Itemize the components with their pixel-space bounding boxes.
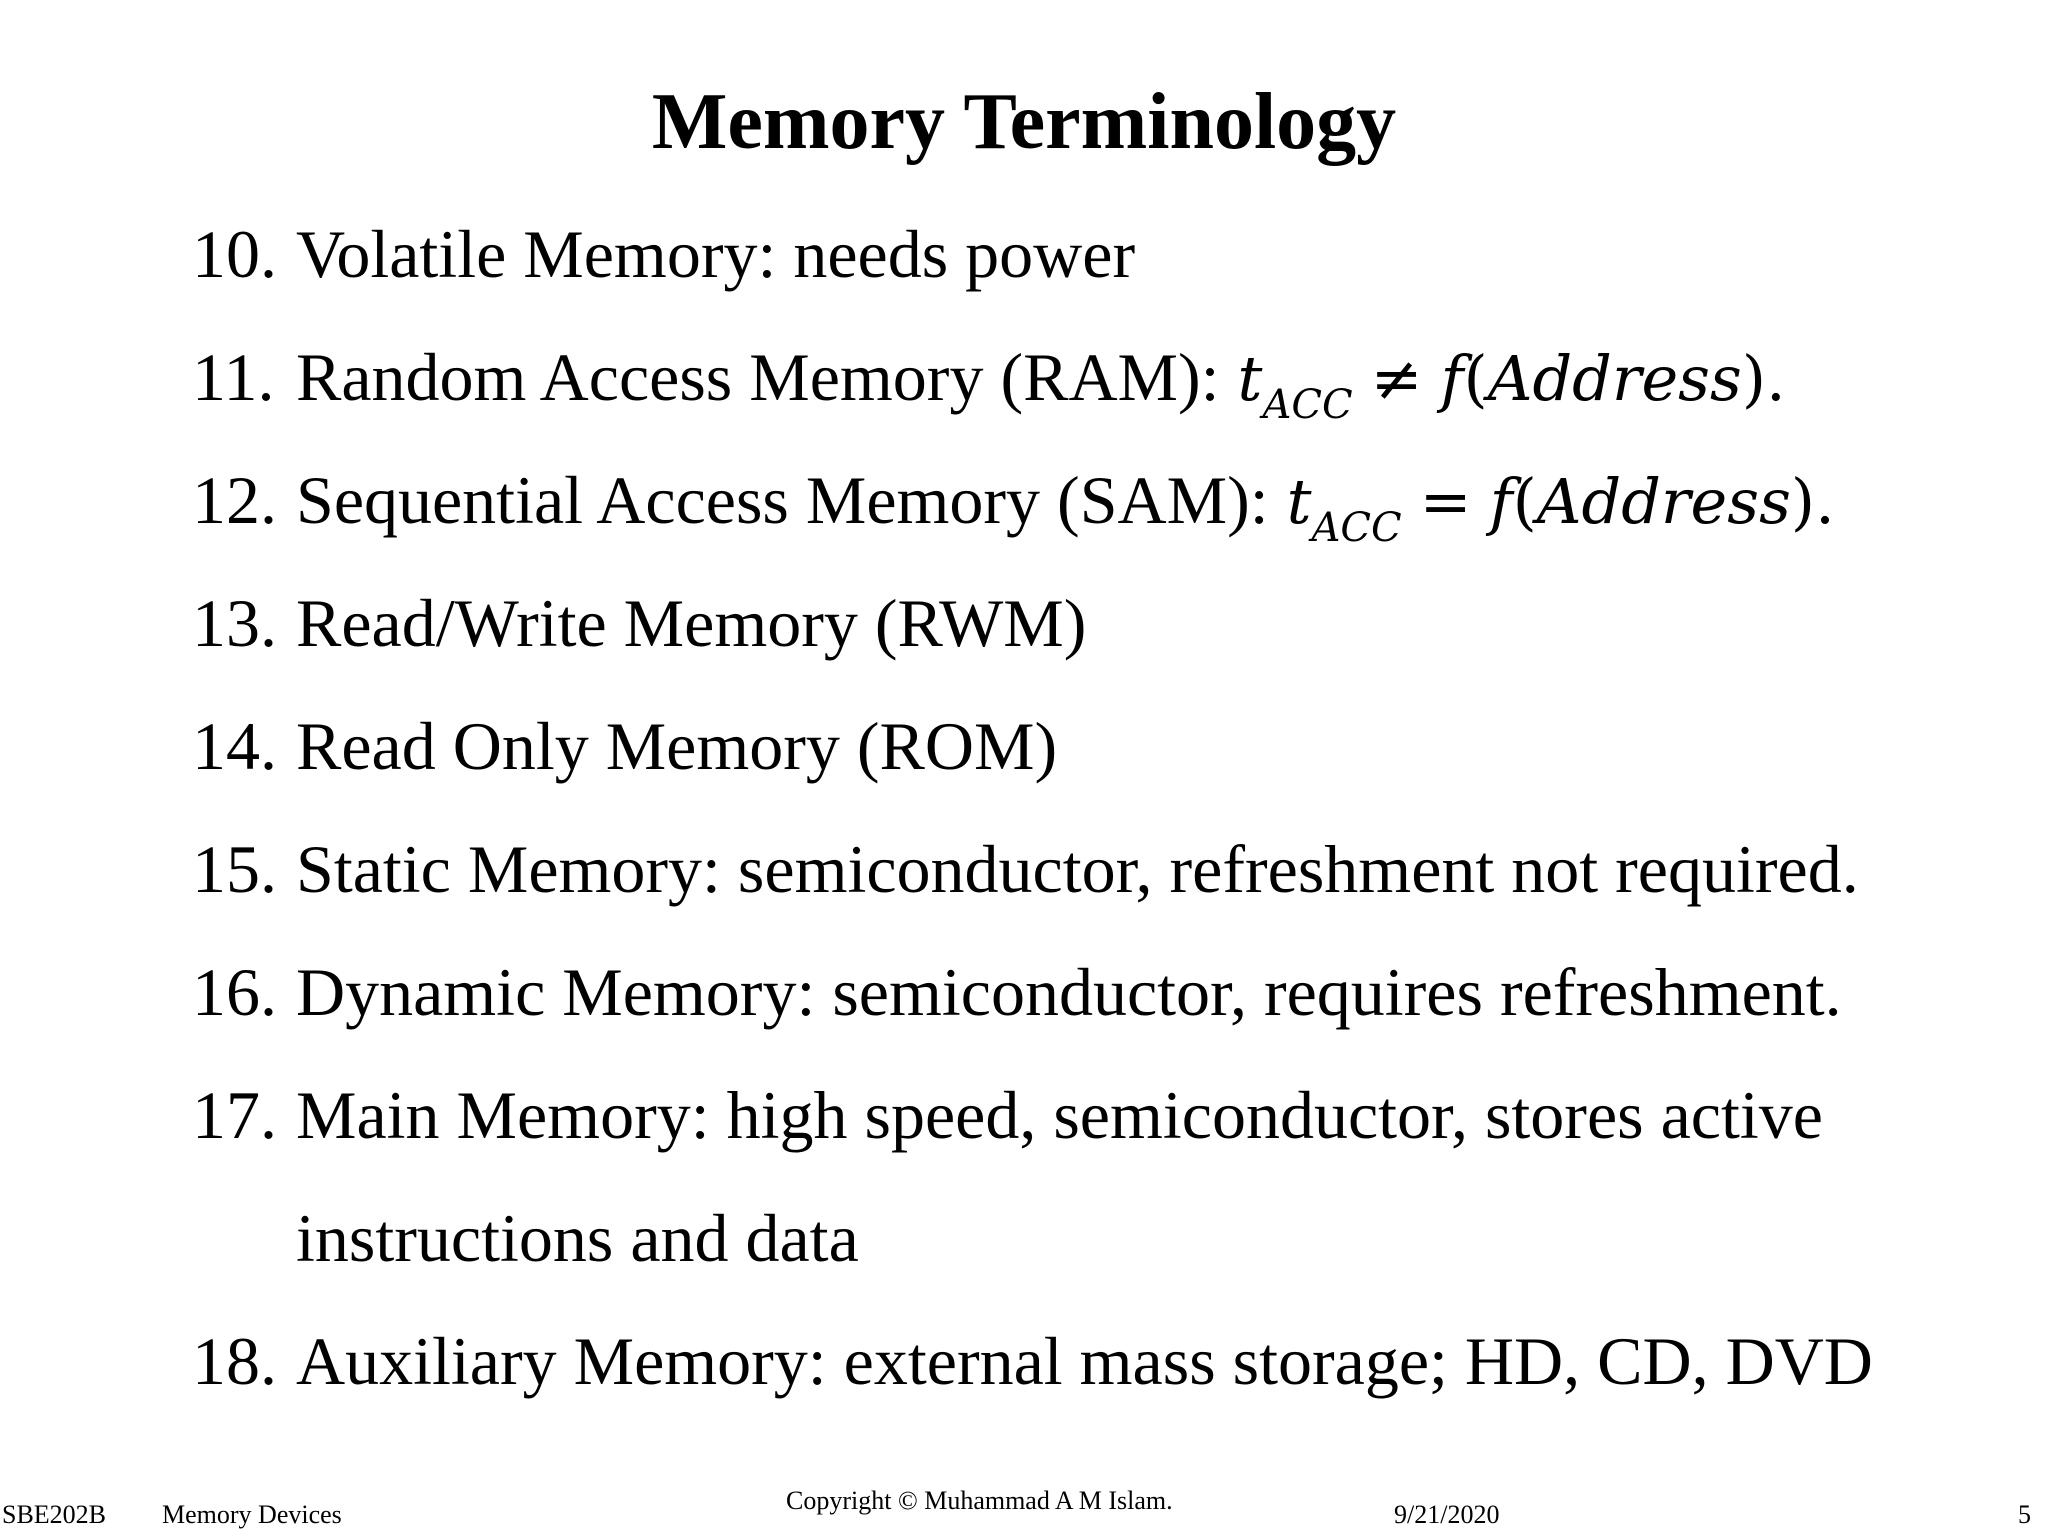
math-end: . [1766, 342, 1786, 415]
math-subscript: ACC [1311, 505, 1402, 551]
item-text: Sequential Access Memory (SAM): [296, 462, 1269, 538]
item-number: 16. [192, 954, 277, 1030]
item-number: 18. [192, 1323, 277, 1399]
math-variable: t [1286, 465, 1312, 538]
item-text: Volatile Memory: needs power [296, 216, 1136, 292]
access-time-equation: tACC≠f(Address). [1237, 342, 1786, 428]
item-number: 12. [192, 462, 277, 538]
math-operator: = [1419, 465, 1472, 538]
item-text: Main Memory: high speed, semiconductor, … [296, 1077, 1823, 1153]
item-number: 11. [192, 339, 275, 415]
slide-title: Memory Terminology [651, 78, 1397, 166]
item-number: 13. [192, 585, 277, 661]
item-number: 14. [192, 708, 277, 784]
math-argument: Address [1487, 342, 1742, 415]
footer-course-code: SBE202B [2, 1500, 107, 1529]
list-item-12: 12. Sequential Access Memory (SAM): tACC… [192, 452, 1972, 575]
footer-date: 9/21/2020 [1394, 1500, 1500, 1529]
list-item-16: 16. Dynamic Memory: semiconductor, requi… [192, 944, 1972, 1067]
item-text: Dynamic Memory: semiconductor, requires … [296, 954, 1842, 1030]
list-item-18: 18. Auxiliary Memory: external mass stor… [192, 1313, 1972, 1436]
math-argument: Address [1536, 465, 1791, 538]
item-text: Read/Write Memory (RWM) [296, 585, 1087, 661]
math-variable: t [1237, 342, 1263, 415]
item-text: Read Only Memory (ROM) [296, 708, 1058, 784]
list-item-17: 17. Main Memory: high speed, semiconduct… [192, 1067, 1972, 1313]
item-text: Static Memory: semiconductor, refreshmen… [296, 831, 1859, 907]
math-subscript: ACC [1262, 382, 1353, 428]
item-text: Random Access Memory (RAM): [296, 339, 1220, 415]
list-item-11: 11. Random Access Memory (RAM): tACC≠f(A… [192, 329, 1972, 452]
list-item-15: 15. Static Memory: semiconductor, refres… [192, 821, 1972, 944]
access-time-equation: tACC=f(Address). [1286, 465, 1835, 551]
footer-page-number: 5 [2018, 1500, 2031, 1529]
list-item-10: 10. Volatile Memory: needs power [192, 206, 1972, 329]
list-item-14: 14. Read Only Memory (ROM) [192, 698, 1972, 821]
footer-topic: Memory Devices [162, 1500, 342, 1529]
item-number: 10. [192, 216, 277, 292]
item-text: Auxiliary Memory: external mass storage;… [296, 1323, 1873, 1399]
math-end: . [1815, 465, 1835, 538]
footer-copyright: Copyright © Muhammad A M Islam. [786, 1486, 1173, 1515]
list-item-13: 13. Read/Write Memory (RWM) [192, 575, 1972, 698]
math-function: f [1489, 465, 1513, 538]
item-text-continuation: instructions and data [296, 1200, 859, 1276]
math-operator: ≠ [1370, 342, 1423, 415]
slide-footer: SBE202B Memory Devices Copyright © Muham… [0, 1476, 2048, 1536]
item-number: 15. [192, 831, 277, 907]
terminology-list: 10. Volatile Memory: needs power 11. Ran… [192, 206, 1972, 1436]
math-function: f [1440, 342, 1464, 415]
item-number: 17. [192, 1077, 277, 1153]
